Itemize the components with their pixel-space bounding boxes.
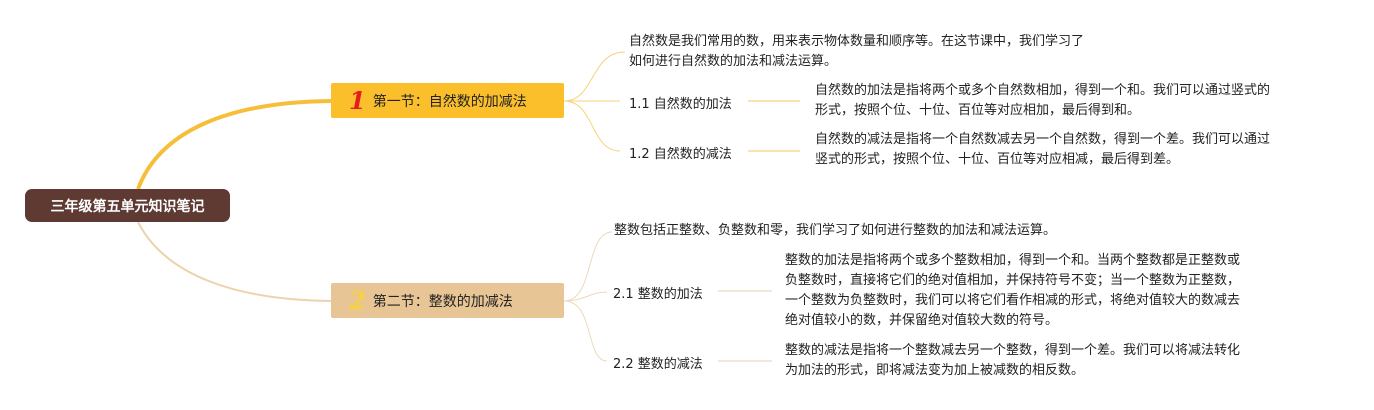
- section-2-title: 第二节：整数的加减法: [372, 293, 513, 310]
- section-1-item-1-desc: 自然数的加法是指将两个或多个自然数相加，得到一个和。我们可以通过竖式的 形式，按…: [815, 83, 1271, 118]
- root-node[interactable]: 三年级第五单元知识笔记: [25, 189, 230, 222]
- connector-b2-item2: [563, 300, 608, 362]
- section-1-number: 1: [349, 85, 366, 115]
- root-label: 三年级第五单元知识笔记: [50, 198, 205, 215]
- section-2-intro: 整数包括正整数、负整数和零，我们学习了如何进行整数的加法和减法运算。: [614, 223, 1057, 238]
- section-2-item-1-label[interactable]: 2.1 整数的加法: [613, 287, 703, 302]
- section-2-node[interactable]: 2 第二节：整数的加减法: [331, 283, 564, 318]
- section-2-item-2-label[interactable]: 2.2 整数的减法: [613, 357, 703, 372]
- section-1-node[interactable]: 1 第一节：自然数的加减法: [331, 83, 564, 118]
- section-1-item-2-label[interactable]: 1.2 自然数的减法: [629, 147, 732, 162]
- connector-b1-intro: [563, 51, 626, 102]
- section-1-title: 第一节：自然数的加减法: [372, 93, 527, 110]
- section-2-number: 2: [349, 285, 366, 315]
- section-2-item-1-desc: 整数的加法是指将两个或多个整数相加，得到一个和。当两个整数都是正整数或 负整数时…: [785, 253, 1241, 328]
- connector-b2-intro: [563, 231, 613, 302]
- section-2-item-2-desc: 整数的减法是指将一个整数减去另一个整数，得到一个差。我们可以将减法转化 为加法的…: [785, 343, 1241, 378]
- connector-root-branch2: [137, 221, 332, 302]
- connector-root-branch1: [136, 99, 332, 190]
- section-1-item-1-label[interactable]: 1.1 自然数的加法: [629, 97, 732, 112]
- connector-b1-item2: [563, 100, 621, 152]
- section-1-item-2-desc: 自然数的减法是指将一个自然数减去另一个自然数，得到一个差。我们可以通过 竖式的形…: [815, 132, 1271, 167]
- connector-b2-item1: [563, 291, 608, 302]
- section-1-intro: 自然数是我们常用的数，用来表示物体数量和顺序等。在这节课中，我们学习了 如何进行…: [629, 34, 1085, 69]
